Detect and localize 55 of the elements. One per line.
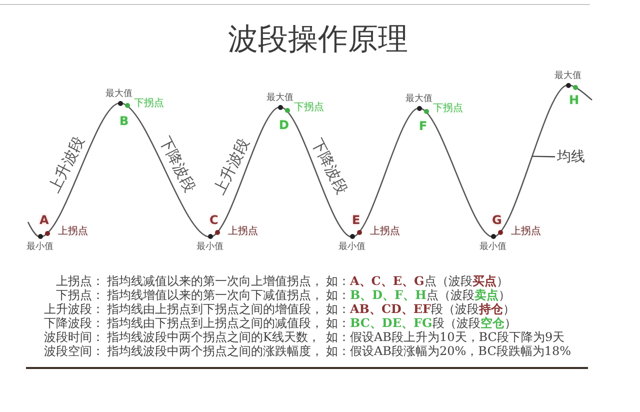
title: 波段操作原理 (228, 22, 408, 57)
point-letter: A (40, 214, 49, 228)
example-text: AB、CD、EF段（波段持仓） (350, 303, 516, 316)
term-label: 下拐点： (56, 289, 104, 303)
extreme-value-label: 最小值 (480, 242, 506, 252)
term-label: 下降波段： (44, 317, 104, 331)
extreme-value-label: 最大值 (554, 71, 582, 82)
extreme-value-label: 最大值 (406, 94, 432, 104)
turn-point-label: 下拐点 (433, 103, 463, 114)
point-letter: F (419, 120, 428, 134)
example-prefix: 如： (326, 303, 350, 317)
segment-label: 上升波段 (210, 135, 254, 197)
point-letter: E (352, 214, 360, 228)
turn-point-label: 下拐点 (134, 98, 164, 110)
example-prefix: 如： (326, 289, 350, 303)
extreme-value-label: 最大值 (106, 89, 132, 100)
example-prefix: 如： (326, 345, 350, 359)
leader-line (532, 156, 556, 158)
term-label: 上拐点： (56, 275, 104, 289)
turn-point-label: 上拐点 (228, 226, 258, 238)
point-letter: D (279, 119, 289, 133)
definition-text: 指均线增值以来的第一次向下减值拐点， (107, 289, 323, 303)
turn-point-label: 上拐点 (58, 226, 88, 238)
segment-label: 下降波段 (308, 135, 350, 197)
definition-text: 指均线减值以来的第一次向上增值拐点， (107, 275, 323, 289)
example-text: BC、DE、FG段（波段空仓） (350, 317, 516, 331)
example-text: 假设AB段涨幅为20%，BC段跌幅为18% (350, 345, 572, 359)
example-prefix: 如： (326, 331, 350, 345)
wave-curve (27, 84, 593, 238)
example-prefix: 如： (326, 275, 350, 289)
extreme-value-label: 最小值 (338, 242, 366, 252)
point-letter: C (210, 214, 218, 228)
segment-label: 下降波段 (156, 133, 198, 195)
turn-point-label: 下拐点 (294, 102, 324, 114)
extreme-value-label: 最大值 (266, 93, 294, 104)
definition-text: 指均线由上拐点到下拐点之间的增值段， (107, 303, 323, 317)
example-prefix: 如： (326, 317, 350, 331)
turn-point-label: 上拐点 (370, 226, 400, 238)
example-text: A、C、E、G点（波段买点） (350, 275, 508, 288)
term-label: 波段时间： (44, 331, 104, 345)
curve-label: 均线 (555, 149, 587, 166)
point-letter: G (492, 214, 502, 228)
point-letter: B (120, 115, 129, 129)
segment-label: 上升波段 (46, 133, 88, 195)
point-letter: H (569, 94, 580, 108)
definition-text: 指均线波段中两个拐点之间的涨跌幅度， (107, 345, 323, 359)
extreme-value-label: 最小值 (26, 242, 54, 252)
turn-point-label: 上拐点 (511, 226, 541, 238)
term-label: 上升波段： (44, 303, 104, 317)
extreme-value-label: 最小值 (196, 242, 224, 252)
example-text: B、D、F、H点（波段卖点） (350, 289, 510, 303)
definition-text: 指均线由下拐点到上拐点之间的减值段， (107, 317, 323, 331)
term-label: 波段空间： (44, 345, 104, 359)
definition-text: 指均线波段中两个拐点之间的K线天数， (107, 331, 320, 345)
example-text: 假设AB段上升为10天，BC段下降为9天 (350, 331, 565, 345)
